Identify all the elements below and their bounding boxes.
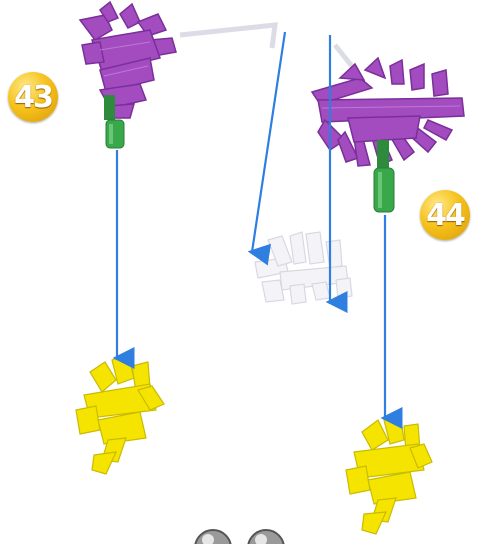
yellow-part-right: [346, 414, 432, 534]
grey-ball-parts: [195, 530, 284, 544]
purple-snowflake-part-43: [80, 2, 176, 118]
step-badge-44: 44: [420, 190, 470, 240]
arrow-top-to-white: [252, 32, 285, 252]
yellow-part-left: [76, 354, 164, 474]
white-snowflake-part: [255, 232, 352, 304]
step-badge-43: 43: [8, 72, 58, 122]
connector-rods: [180, 25, 355, 70]
green-connector-44: [374, 140, 394, 212]
step-number-44: 44: [426, 198, 464, 233]
step-number-43: 43: [14, 80, 52, 115]
